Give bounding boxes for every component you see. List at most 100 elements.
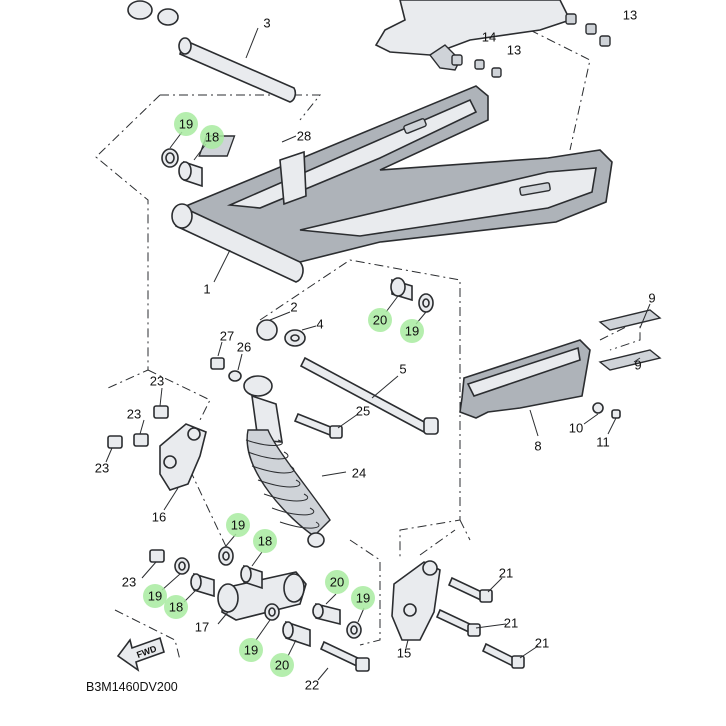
callout-10: 10 [569, 421, 583, 436]
callout-19: 19 [174, 112, 198, 136]
callout-number: 20 [275, 658, 289, 673]
callout-number: 14 [482, 30, 496, 45]
callout-number: 21 [535, 636, 549, 651]
callout-number: 11 [596, 435, 610, 450]
upper-bushings [161, 131, 207, 188]
relay-bracket-part [391, 560, 441, 649]
lower-bushings [161, 533, 365, 657]
callout-number: 19 [179, 117, 193, 132]
shock-absorber-part [243, 375, 347, 548]
top-collars [127, 0, 179, 26]
swingarm-part [171, 85, 613, 283]
callout-number: 23 [127, 407, 141, 422]
callout-23: 23 [95, 461, 109, 476]
callout-number: 18 [169, 600, 183, 615]
highlight-circle [270, 653, 294, 677]
callout-9: 9 [648, 291, 655, 306]
callout-20: 20 [368, 308, 392, 332]
callout-17: 17 [195, 620, 209, 635]
callout-19: 19 [400, 319, 424, 343]
callout-number: 21 [499, 566, 513, 581]
callout-number: 1 [203, 282, 210, 297]
highlight-circle [143, 584, 167, 608]
callout-number: 19 [244, 643, 258, 658]
callout-number: 22 [305, 678, 319, 693]
callout-24: 24 [352, 466, 366, 481]
callout-number: 13 [507, 43, 521, 58]
diagram-code: B3M1460DV200 [86, 680, 178, 694]
callout-18: 18 [200, 125, 224, 149]
callout-25: 25 [356, 404, 370, 419]
callout-number: 4 [316, 317, 323, 332]
callout-4: 4 [316, 317, 323, 332]
highlight-circle [174, 112, 198, 136]
callout-1: 1 [203, 282, 210, 297]
callout-19: 19 [351, 586, 375, 610]
callout-23: 23 [150, 374, 164, 389]
callout-19: 19 [226, 513, 250, 537]
callout-number: 5 [399, 362, 406, 377]
callout-2: 2 [290, 300, 297, 315]
right-bushings [385, 277, 434, 325]
connecting-rod-part [217, 571, 307, 625]
callout-number: 20 [330, 575, 344, 590]
nut-parts [210, 341, 243, 382]
callout-5: 5 [399, 362, 406, 377]
callout-number: 15 [397, 646, 411, 661]
bolt-25-part [293, 412, 359, 439]
collar-washer-parts [256, 311, 317, 347]
callout-number: 9 [634, 358, 641, 373]
callout-11: 11 [596, 435, 610, 450]
callout-number: 23 [150, 374, 164, 389]
callout-23: 23 [122, 575, 136, 590]
callout-27: 27 [220, 329, 234, 344]
highlight-circle [253, 529, 277, 553]
callout-number: 18 [205, 130, 219, 145]
callout-9: 9 [634, 358, 641, 373]
callout-number: 16 [152, 510, 166, 525]
callout-14: 14 [482, 30, 496, 45]
bolt-22-part [317, 640, 370, 681]
callout-number: 27 [220, 329, 234, 344]
callout-number: 9 [648, 291, 655, 306]
callout-number: 19 [231, 518, 245, 533]
highlight-circle [226, 513, 250, 537]
relay-arm-part [159, 423, 207, 511]
left-nuts [105, 387, 169, 579]
callout-16: 16 [152, 510, 166, 525]
callout-number: 23 [122, 575, 136, 590]
callout-number: 19 [356, 591, 370, 606]
highlight-circle [325, 570, 349, 594]
callout-number: 19 [148, 589, 162, 604]
highlight-circle [200, 125, 224, 149]
forward-direction-arrow: FWD [116, 636, 165, 672]
callout-number: 21 [504, 616, 518, 631]
callout-number: 3 [263, 16, 270, 31]
highlight-circle [164, 595, 188, 619]
callout-number: 28 [297, 129, 311, 144]
callout-20: 20 [270, 653, 294, 677]
highlight-circle [239, 638, 263, 662]
callout-20: 20 [325, 570, 349, 594]
callout-21: 21 [504, 616, 518, 631]
highlight-circle [351, 586, 375, 610]
callout-28: 28 [297, 129, 311, 144]
callout-number: 10 [569, 421, 583, 436]
callout-19: 19 [239, 638, 263, 662]
callout-number: 26 [237, 340, 251, 355]
bolts-21 [435, 576, 539, 669]
callout-number: 23 [95, 461, 109, 476]
callout-26: 26 [237, 340, 251, 355]
callout-number: 8 [534, 439, 541, 454]
top-bracket-part [374, 0, 611, 78]
callout-18: 18 [164, 595, 188, 619]
assembly-guide-lines [95, 29, 641, 661]
callout-21: 21 [499, 566, 513, 581]
chain-guide-part [459, 303, 662, 437]
callout-number: 25 [356, 404, 370, 419]
highlight-circle [400, 319, 424, 343]
pivot-shaft-part [178, 27, 297, 103]
